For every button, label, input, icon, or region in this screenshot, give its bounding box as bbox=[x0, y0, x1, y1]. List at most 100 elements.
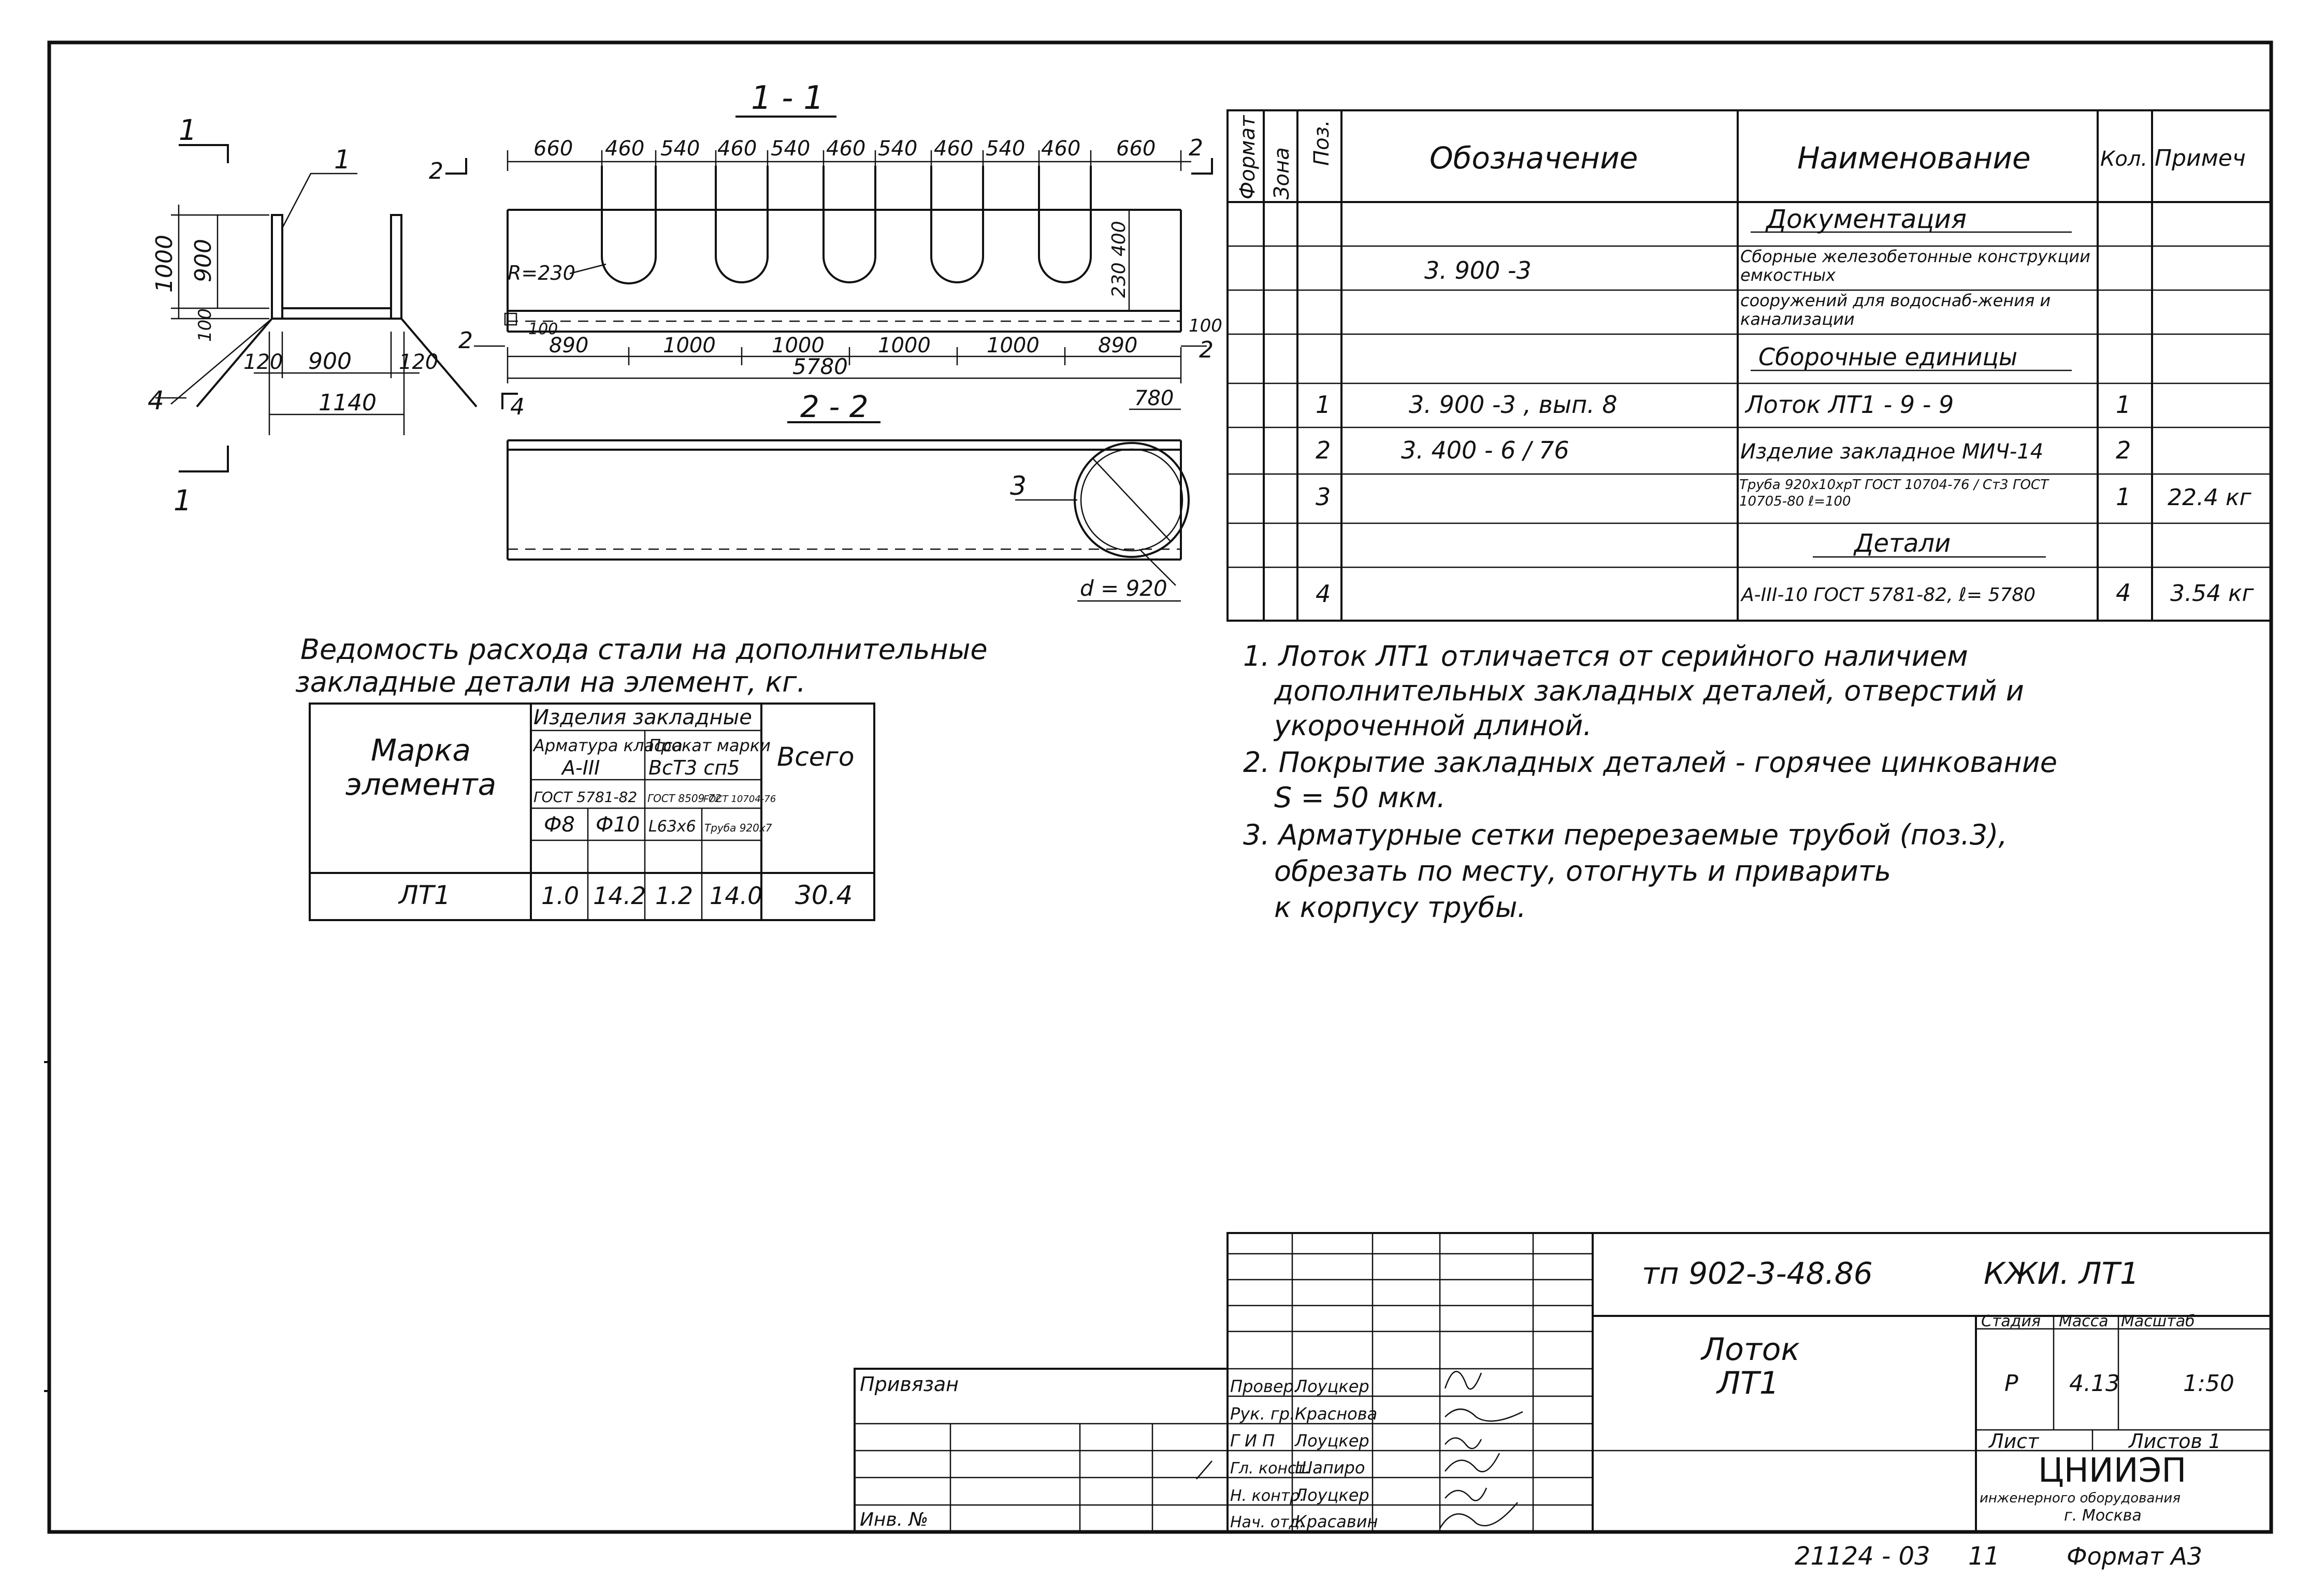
signatures bbox=[1196, 1371, 1523, 1529]
section-1-1: 1 - 1 660 460 540 460 540 460 540 460 54… bbox=[429, 79, 1222, 420]
note-line-1: дополнительных закладных деталей, отверс… bbox=[1274, 675, 2024, 707]
spec-row6-pos: 3 bbox=[1316, 483, 1331, 511]
spec-row1-name: Сборные железобетонные конструкции емкос… bbox=[1740, 247, 2090, 285]
spec-row8-qty: 4 bbox=[2116, 579, 2131, 607]
specification-table: Формат Зона Поз. Обозначение Наименовани… bbox=[1226, 109, 2272, 622]
steel-col-gost-a: ГОСТ 8509-72 bbox=[647, 792, 721, 805]
inv-label: Инв. № bbox=[860, 1509, 928, 1530]
top-dim-7: 460 bbox=[934, 137, 973, 161]
name-2: Лоуцкер bbox=[1294, 1431, 1369, 1451]
name-1: Краснова bbox=[1295, 1404, 1377, 1424]
steel-col-d10: Ф10 bbox=[596, 813, 640, 837]
steel-row-l: 1.2 bbox=[655, 882, 693, 910]
org-sub-1: инженерного оборудования bbox=[1980, 1490, 2181, 1506]
steel-row-mark: ЛТ1 bbox=[398, 880, 451, 910]
col-format: Формат bbox=[1236, 114, 1260, 199]
left-dim-120a: 120 bbox=[243, 350, 283, 374]
left-dim-100: 100 bbox=[195, 308, 215, 342]
bot-dim-4: 1000 bbox=[987, 334, 1040, 357]
footer-sheet: 11 bbox=[1968, 1542, 2000, 1571]
section-2-2-title: 2 - 2 bbox=[800, 389, 869, 424]
title-block: Провер. Рук. гр. Г И П Гл. конст. Н. кон… bbox=[854, 1232, 2272, 1533]
mark2-right-b: 2 bbox=[1199, 337, 1214, 363]
spec-row8-name: А-III-10 ГОСТ 5781-82, ℓ= 5780 bbox=[1740, 584, 2036, 606]
note-line-3: 2. Покрытие закладных деталей - горячее … bbox=[1243, 746, 2057, 779]
bot-dim-5: 890 bbox=[1098, 334, 1137, 357]
steel-col-prokat-cls: ВсТ3 сп5 bbox=[648, 756, 740, 779]
top-dim-3: 460 bbox=[717, 137, 757, 161]
steel-col-group: Изделия закладные bbox=[533, 706, 752, 729]
steel-col-arm-gost: ГОСТ 5781-82 bbox=[533, 789, 637, 806]
scale-value: 1:50 bbox=[2183, 1370, 2234, 1397]
section-2-2: 2 - 2 780 3 d = 920 bbox=[507, 386, 1190, 602]
name-0: Лоуцкер bbox=[1294, 1377, 1369, 1396]
sheet-label: Лист bbox=[1988, 1430, 2040, 1453]
footer: 21124 - 03 11 Формат А3 bbox=[1795, 1542, 2202, 1571]
steel-title-2: закладные детали на элемент, кг. bbox=[295, 666, 806, 698]
left-pos4-label: 4 bbox=[148, 385, 164, 415]
dim-400: 400 bbox=[1108, 221, 1130, 256]
role-4: Н. контр. bbox=[1230, 1487, 1305, 1505]
top-dim-8: 540 bbox=[986, 137, 1025, 161]
spec-row4-name: Лоток ЛТ1 - 9 - 9 bbox=[1744, 391, 1954, 419]
footer-number: 21124 - 03 bbox=[1795, 1542, 1930, 1571]
dim-230: 230 bbox=[1108, 262, 1130, 298]
section-mark-bottom: 1 bbox=[174, 484, 192, 517]
sec11-mark2-right: 2 bbox=[1189, 135, 1203, 161]
spec-row1-designation: 3. 900 -3 bbox=[1424, 256, 1532, 284]
stage-value: Р bbox=[2004, 1370, 2018, 1397]
spec-row4-designation: 3. 900 -3 , вып. 8 bbox=[1409, 391, 1618, 419]
note-line-5: 3. Арматурные сетки перерезаемые трубой … bbox=[1243, 819, 2007, 851]
steel-col-gost-b: ГОСТ 10704-76 bbox=[703, 794, 776, 805]
note-line-7: к корпусу трубы. bbox=[1274, 891, 1526, 924]
left-pos1-label: 1 bbox=[334, 145, 351, 175]
spec-row4-qty: 1 bbox=[2116, 391, 2131, 419]
top-dim-10: 660 bbox=[1116, 137, 1156, 161]
bot-dim-3: 1000 bbox=[878, 334, 931, 357]
note-line-6: обрезать по месту, отогнуть и приварить bbox=[1274, 855, 1891, 887]
org-name: ЦНИИЭП bbox=[2038, 1452, 2186, 1490]
steel-row-d10: 14.2 bbox=[593, 882, 646, 910]
section-mark-top: 1 bbox=[179, 113, 197, 147]
name-3: Шапиро bbox=[1295, 1458, 1365, 1478]
top-dim-9: 460 bbox=[1041, 137, 1080, 161]
role-2: Г И П bbox=[1230, 1431, 1275, 1451]
steel-col-total: Всего bbox=[777, 742, 854, 772]
bot-dim-1: 1000 bbox=[663, 334, 716, 357]
top-dim-2: 540 bbox=[660, 137, 700, 161]
pos2-left: 2 bbox=[458, 327, 473, 354]
doc-mark: КЖИ. ЛТ1 bbox=[1984, 1256, 2139, 1291]
spec-row4-pos: 1 bbox=[1316, 391, 1331, 419]
note-line-4: S = 50 мкм. bbox=[1274, 781, 1446, 814]
steel-row-d8: 1.0 bbox=[541, 882, 579, 910]
left-dim-900: 900 bbox=[190, 239, 216, 282]
spec-row3-name: Сборочные единицы bbox=[1758, 343, 2017, 371]
steel-col-pipe: Труба 920х7 bbox=[704, 822, 772, 834]
bot-dim-2: 1000 bbox=[772, 334, 825, 357]
note-line-0: 1. Лоток ЛТ1 отличается от серийного нал… bbox=[1243, 640, 1968, 672]
spec-row5-qty: 2 bbox=[2116, 436, 2131, 464]
name-5: Красавин bbox=[1295, 1512, 1378, 1531]
role-5: Нач. отд. bbox=[1230, 1513, 1305, 1531]
section-1-1-title: 1 - 1 bbox=[751, 79, 824, 117]
sheets-label: Листов 1 bbox=[2128, 1430, 2221, 1453]
top-dim-0: 660 bbox=[533, 137, 573, 161]
diameter-label: d = 920 bbox=[1080, 576, 1167, 601]
col-designation: Обозначение bbox=[1430, 140, 1638, 176]
bottom-dim-ticks bbox=[507, 347, 1182, 383]
note-line-2: укороченной длиной. bbox=[1273, 709, 1592, 742]
mass-value: 4.13 bbox=[2069, 1370, 2120, 1397]
spec-row5-designation: 3. 400 - 6 / 76 bbox=[1401, 436, 1569, 464]
spec-row8-pos: 4 bbox=[1316, 580, 1331, 608]
bot-dim-0: 890 bbox=[549, 334, 588, 357]
role-0: Провер. bbox=[1230, 1377, 1299, 1396]
spec-row6-note: 22.4 кг bbox=[2168, 484, 2252, 511]
role-3: Гл. конст. bbox=[1230, 1459, 1310, 1478]
left-dim-1000: 1000 bbox=[151, 235, 178, 293]
dim-100-left: 100 bbox=[528, 320, 558, 338]
col-name: Наименование bbox=[1797, 140, 2031, 176]
spec-row7-name: Детали bbox=[1853, 529, 1951, 558]
col-qty: Кол. bbox=[2100, 147, 2147, 171]
sec11-mark2-left: 2 bbox=[429, 158, 443, 184]
